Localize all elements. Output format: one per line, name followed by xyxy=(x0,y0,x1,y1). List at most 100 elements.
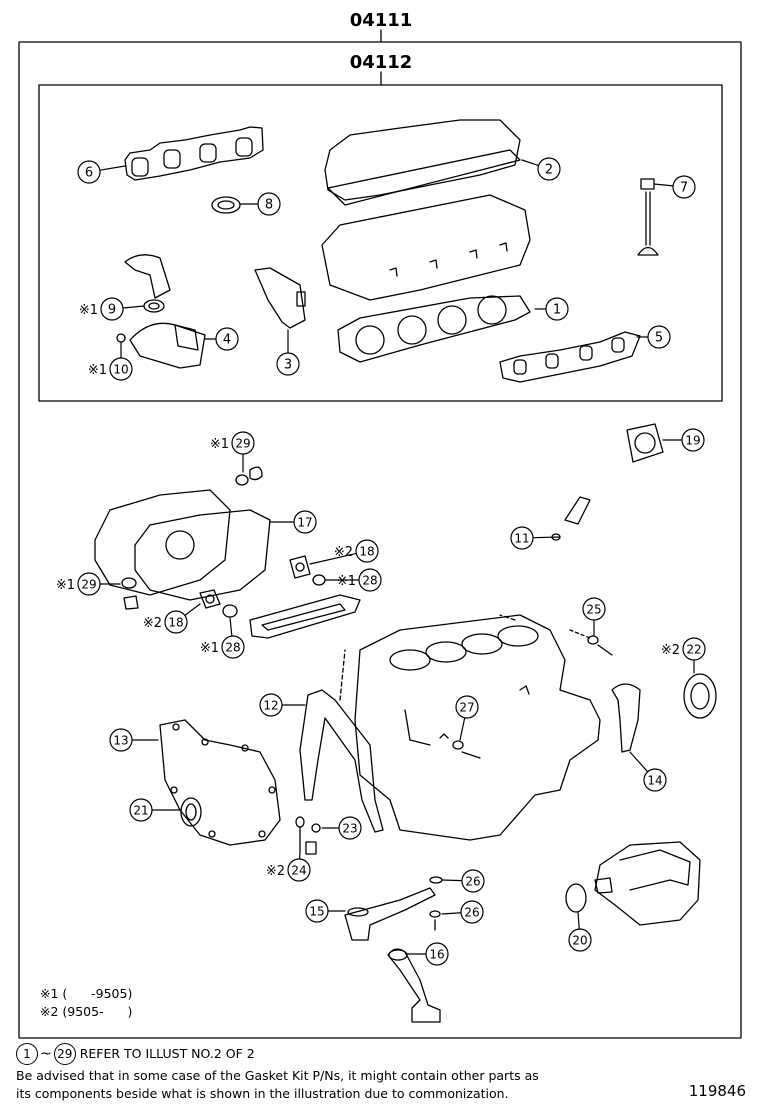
callout-mark: ※1 xyxy=(200,641,219,656)
callout-circle xyxy=(287,858,311,882)
front-cover-gasket-13 xyxy=(159,719,281,846)
drawing-number: 119846 xyxy=(688,1082,746,1100)
leader-line xyxy=(577,911,580,930)
callout-number: 17 xyxy=(297,516,312,530)
leader-line xyxy=(441,879,463,882)
callout-circle xyxy=(109,357,133,381)
callout-number: 18 xyxy=(359,545,374,559)
leader-line xyxy=(441,912,462,915)
callout-circle xyxy=(681,428,705,452)
callout-29: 29※1 xyxy=(56,572,121,596)
callout-28: 28※1 xyxy=(324,568,382,592)
oil-seal-22 xyxy=(683,673,717,719)
callout-21: 21 xyxy=(129,798,182,822)
callout-28: 28 ※1 xyxy=(200,617,245,659)
cylinder-block xyxy=(339,614,601,841)
callout-number: 14 xyxy=(647,774,662,788)
plate-gasket-19 xyxy=(626,423,664,463)
bracket-3 xyxy=(254,267,306,329)
callout-mark: ※2 xyxy=(661,643,680,658)
callout-mark: ※2 xyxy=(334,545,353,560)
outer-kit-frame xyxy=(18,41,742,1039)
callout-circle xyxy=(545,297,569,321)
flange-gasket-18-right xyxy=(289,555,311,579)
callout-mark: ※1 xyxy=(88,363,107,378)
callout-29: 29※1 xyxy=(210,431,255,473)
callout-number: 28 xyxy=(225,641,240,655)
callout-13: 13 xyxy=(109,728,159,752)
leader-line xyxy=(99,165,126,171)
grommet-29-upper xyxy=(235,466,263,486)
callout-number: 8 xyxy=(265,198,273,213)
callout-15: 15 xyxy=(305,899,346,923)
rear-seal-retainer-gasket-14 xyxy=(611,683,641,753)
ref-text: REFER TO ILLUST NO.2 OF 2 xyxy=(79,1046,255,1061)
callout-number: 21 xyxy=(133,804,148,818)
callout-number: 12 xyxy=(263,699,278,713)
callout-number: 28 xyxy=(362,574,377,588)
oil-seal-21 xyxy=(180,797,202,827)
callout-circle xyxy=(682,637,706,661)
advice-line-1: Be advised that in some case of the Gask… xyxy=(16,1068,539,1083)
kit-outer-number: 04111 xyxy=(350,10,413,31)
timing-cover-gasket-17 xyxy=(94,489,271,601)
callout-circle xyxy=(215,327,239,351)
gasket-26-upper xyxy=(429,876,443,884)
callout-circle xyxy=(109,728,133,752)
callout-27: 27 xyxy=(455,695,479,741)
oil-pump-assembly xyxy=(594,841,701,926)
timing-case-gasket-12 xyxy=(299,689,384,855)
callout-number: 26 xyxy=(465,875,480,889)
callout-12: 12 xyxy=(259,693,306,717)
callout-18: 18※2 xyxy=(143,603,201,634)
callout-number: 2 xyxy=(545,163,553,178)
o-ring-23 xyxy=(311,823,321,833)
leader-line xyxy=(122,305,145,309)
leader-line xyxy=(459,717,466,741)
callout-mark: ※2 xyxy=(266,864,285,879)
callout-circle xyxy=(460,900,484,924)
callout-number: 29 xyxy=(81,578,96,592)
callout-number: 26 xyxy=(464,906,479,920)
callout-circle xyxy=(568,928,592,952)
leader-line xyxy=(629,751,649,773)
callout-11: 11 xyxy=(510,526,561,550)
callout-number: 23 xyxy=(342,822,357,836)
callout-number: 7 xyxy=(680,181,688,196)
cylinder-head-cover xyxy=(321,119,531,301)
callout-number: 11 xyxy=(514,532,529,546)
kit-inner-number: 04112 xyxy=(350,52,413,73)
callout-mark: ※1 xyxy=(210,437,229,452)
inner-kit-frame xyxy=(38,84,723,402)
gasket-26-lower xyxy=(429,910,441,931)
callout-25: 25 xyxy=(582,597,606,636)
valve-cover-gasket-ring xyxy=(211,196,241,214)
callout-circle xyxy=(231,431,255,455)
gasket-10 xyxy=(116,333,126,343)
callout-circle xyxy=(455,695,479,719)
grommet-cap-29-left xyxy=(123,595,139,610)
callout-number: 1 xyxy=(553,303,561,318)
callout-number: 16 xyxy=(429,948,444,962)
valve-and-seal xyxy=(637,178,659,256)
callout-circle xyxy=(461,869,485,893)
leader-line xyxy=(653,183,674,187)
callout-23: 23 xyxy=(321,816,362,840)
callout-number: 19 xyxy=(685,434,700,448)
callout-number: 22 xyxy=(686,643,701,657)
callout-circle xyxy=(129,798,153,822)
intake-manifold-gasket xyxy=(499,331,641,383)
callout-circle xyxy=(338,816,362,840)
oil-strainer-16 xyxy=(387,948,441,1023)
callout-circle xyxy=(582,597,606,621)
callout-1: 1 xyxy=(534,297,569,321)
leader-line xyxy=(229,617,233,637)
callout-8: 8 xyxy=(239,192,281,216)
callout-number: 20 xyxy=(572,934,587,948)
ref-tilde: ~ xyxy=(40,1046,52,1062)
callout-circle xyxy=(100,297,124,321)
callout-22: 22 ※2 xyxy=(661,637,706,674)
callout-circle xyxy=(647,325,671,349)
o-ring-20 xyxy=(565,883,587,913)
thermostat-housing xyxy=(129,322,206,369)
